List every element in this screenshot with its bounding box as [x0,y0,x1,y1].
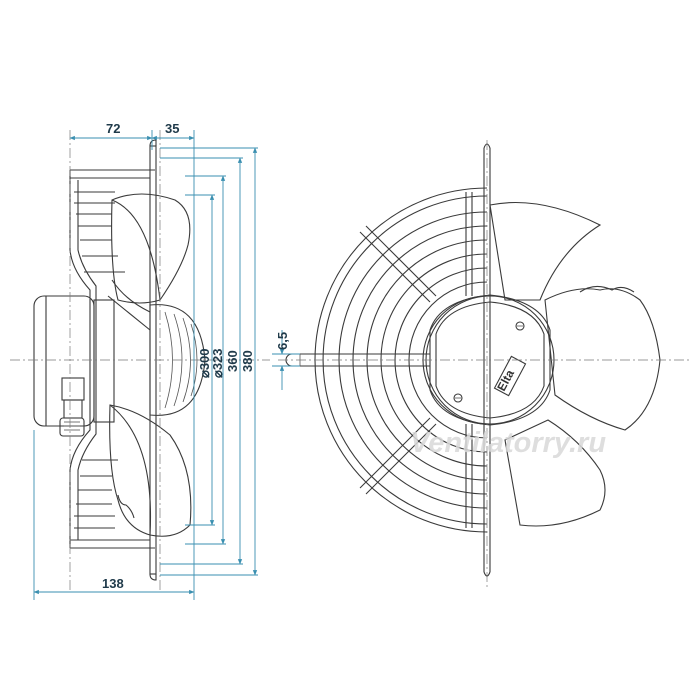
dim-380: 380 [240,350,255,372]
dim-depth-front: 72 [106,121,120,136]
motor-housing [33,295,115,437]
guard-wires-bottom [70,459,155,549]
dim-total-depth: 138 [102,576,124,591]
dim-360: 360 [225,350,240,372]
side-dimensions: 72 35 138 ⌀300 ⌀323 360 380 [33,121,258,600]
dim-diameter-300: ⌀300 [197,348,212,378]
front-view: Elta 6,5 [272,140,690,590]
brand-badge: Elta [494,367,517,393]
guard-spokes [359,192,473,528]
dim-slot: 6,5 [275,332,290,350]
watermark: Ventilatorry.ru [410,427,606,459]
dim-diameter-323: ⌀323 [210,348,225,378]
guard-wires-top [70,169,155,273]
blades-side [107,193,192,537]
dim-depth-guard: 35 [165,121,179,136]
guard-profile [69,170,91,548]
side-view [10,130,270,590]
fan-blades [489,201,661,527]
